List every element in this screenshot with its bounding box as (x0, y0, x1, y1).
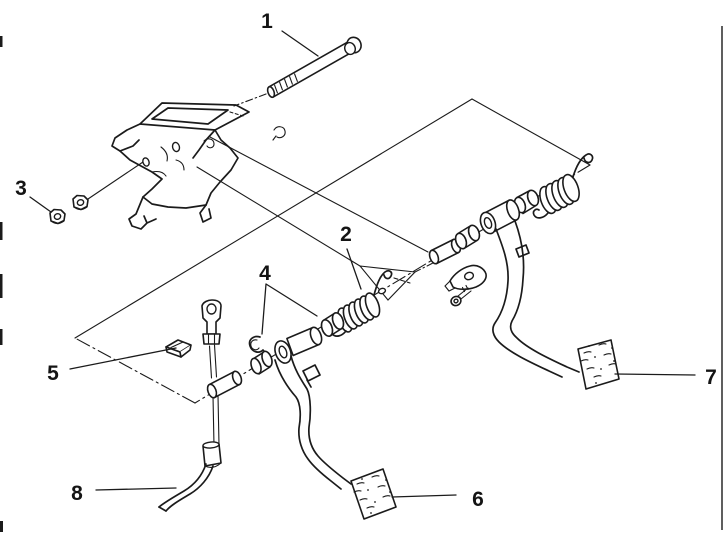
leader-line-4 (261, 283, 318, 335)
bushing-clutch-right (513, 189, 540, 215)
leader-line-7 (614, 373, 696, 376)
bushing-clutch-left (454, 224, 481, 250)
callout-6-label: 6 (472, 488, 484, 511)
callout-2-label: 2 (340, 223, 352, 246)
return-spring-brake (330, 269, 393, 337)
clutch-pedal-illustration (479, 199, 580, 378)
alignment-wedge (358, 262, 434, 301)
callout-3-label: 3 (15, 177, 27, 200)
construction-lines (74, 93, 591, 404)
brake-pedal-illustration (274, 326, 352, 490)
callout-7-label: 7 (705, 366, 717, 389)
callout-8-label: 8 (71, 482, 83, 505)
leader-line-1 (281, 30, 319, 57)
cable-clip-illustration (165, 339, 192, 358)
leader-line-8 (95, 487, 177, 491)
callout-1-label: 1 (261, 10, 273, 33)
bushing-brake-right (320, 312, 345, 337)
bushing-brake-left (250, 350, 273, 375)
clutch-cable-illustration (158, 463, 214, 512)
callout-5-label: 5 (47, 362, 59, 385)
leader-line-3 (29, 196, 52, 213)
leader-line-2 (346, 248, 362, 290)
page-border (0, 26, 723, 532)
callout-labels: 1 2 3 4 5 6 7 8 (15, 10, 717, 511)
brake-pedal-pad (350, 468, 397, 520)
leader-lines (29, 30, 696, 498)
leader-line-5 (69, 347, 177, 370)
pivot-bolt-illustration (266, 36, 362, 99)
clutch-cable-rod-illustration (201, 299, 243, 469)
mounting-nuts-illustration (49, 194, 89, 225)
snap-hook-illustration (248, 335, 268, 354)
leader-line-6 (391, 494, 457, 498)
callout-4-label: 4 (259, 262, 271, 285)
clutch-pedal-pad (577, 339, 620, 390)
pedal-bracket-illustration (111, 102, 286, 230)
return-spring-clutch (532, 153, 594, 219)
stop-lamp-switch-illustration (444, 264, 487, 307)
